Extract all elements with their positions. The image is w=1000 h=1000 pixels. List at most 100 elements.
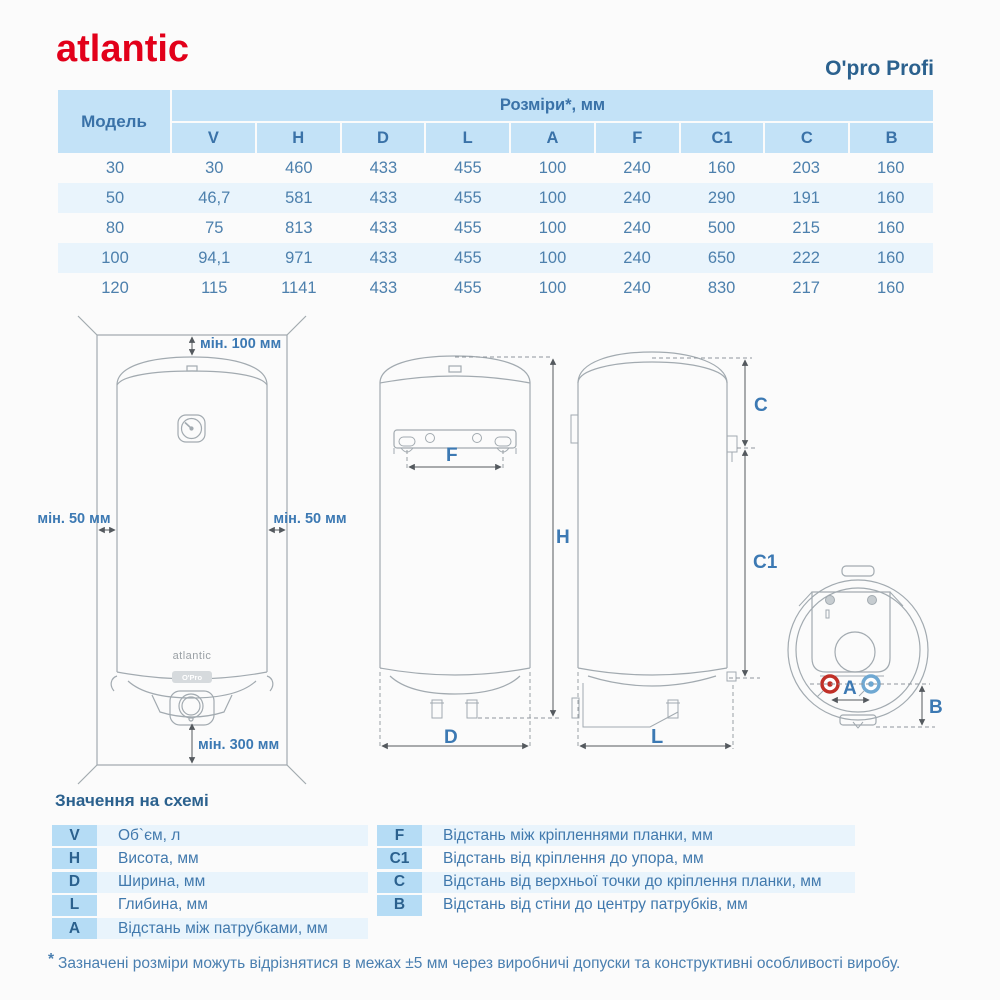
value-cell: 46,7 [198,188,231,207]
table-row: 30 30 460 433 455 100 240 160 203 160 [58,153,933,183]
dim-label-b: B [929,697,943,718]
technical-drawings [0,310,1000,790]
value-cell: 433 [369,158,398,177]
unit-model-badge: O'Pro [172,671,212,683]
min-top-label: мін. 100 мм [200,336,282,352]
value-cell: 75 [205,218,224,237]
table-row: 50 46,7 581 433 455 100 240 290 191 160 [58,183,933,213]
value-cell: 240 [623,158,651,177]
min-right-label: мін. 50 мм [273,511,347,527]
value-cell: 581 [285,188,313,207]
legend-row: A Відстань між патрубками, мм [52,918,368,940]
footnote: *Зазначені розміри можуть відрізнятися в… [48,951,948,973]
legend-key: V [52,825,97,846]
legend-row: V Об`єм, л [52,825,368,846]
value-cell: 94,1 [198,248,231,267]
value-cell: 100 [538,218,567,237]
footnote-text: Зазначені розміри можуть відрізнятися в … [58,955,901,972]
value-cell: 160 [707,158,736,177]
column-header: C1 [680,123,764,153]
legend-key: A [52,918,97,940]
legend-row: C Відстань від верхньої точки до кріплен… [377,871,855,893]
value-cell: 455 [454,188,482,207]
min-bottom-label: мін. 300 мм [198,737,280,753]
column-header: C [765,123,849,153]
legend-row: F Відстань між кріпленнями планки, мм [377,825,855,846]
value-cell: 290 [707,188,736,207]
legend-row: B Відстань від стіни до центру патрубків… [377,894,855,916]
atlantic-logo: atlantic [56,28,190,70]
legend-row: H Висота, мм [52,848,368,870]
model-cell: 120 [101,278,129,297]
legend-key: H [52,848,97,870]
legend-key: C [377,871,422,893]
value-cell: 191 [792,188,820,207]
column-header: B [850,123,933,153]
column-header: V [172,123,255,153]
legend-text: Відстань від стіни до центру патрубків, … [443,896,748,914]
table-row: 80 75 813 433 455 100 240 500 215 160 [58,213,933,243]
legend-text: Відстань від верхньої точки до кріплення… [422,871,855,893]
min-left-label: мін. 50 мм [37,511,111,527]
model-cell: 30 [105,158,125,177]
legend-key: F [377,825,422,846]
value-cell: 115 [201,278,228,297]
value-cell: 813 [285,218,313,237]
column-header: F [595,123,679,153]
value-cell: 160 [876,158,905,177]
legend-key: C1 [377,848,422,870]
table-row: 120 115 1141 433 455 100 240 830 217 160 [58,273,933,303]
value-cell: 160 [876,278,905,297]
table-header: Модель Розміри*, мм V H D L A F C1 C B [58,90,933,153]
column-header: L [426,123,510,153]
legend-left-column: V Об`єм, л H Висота, мм D Ширина, мм L Г… [52,825,368,941]
dim-label-h: H [556,527,570,548]
column-header: D [341,123,425,153]
column-header: A [511,123,594,153]
value-cell: 455 [454,248,482,267]
model-header-cell: Модель [58,90,170,153]
value-cell: 203 [792,158,820,177]
value-cell: 100 [538,278,567,297]
dim-label-d: D [444,727,458,748]
value-cell: 433 [369,278,398,297]
value-cell: 160 [876,248,905,267]
value-cell: 830 [707,278,736,297]
model-cell: 80 [105,218,125,237]
dimensions-header-cell: Розміри*, мм [172,90,933,121]
value-cell: 460 [285,158,313,177]
value-cell: 500 [707,218,736,237]
dim-label-a: A [843,678,857,699]
value-cell: 100 [538,158,567,177]
value-cell: 160 [876,188,905,207]
legend-right-column: F Відстань між кріпленнями планки, мм C1… [377,825,855,918]
value-cell: 240 [623,218,651,237]
value-cell: 30 [205,158,224,177]
value-cell: 215 [792,218,820,237]
legend-text: Глибина, мм [118,896,208,914]
legend-text: Ширина, мм [97,871,368,893]
legend-row: D Ширина, мм [52,871,368,893]
dim-label-f: F [446,445,458,466]
value-cell: 240 [623,188,651,207]
legend-text: Відстань від кріплення до упора, мм [443,849,704,867]
dim-label-l: L [651,726,664,748]
value-cell: 100 [538,188,567,207]
legend-row: C1 Відстань від кріплення до упора, мм [377,848,855,870]
value-cell: 160 [876,218,905,237]
value-cell: 100 [538,248,567,267]
value-cell: 240 [623,278,651,297]
value-cell: 222 [792,248,820,267]
legend-text: Об`єм, л [97,825,368,846]
model-cell: 50 [105,188,125,207]
value-cell: 1141 [281,278,317,297]
value-cell: 455 [454,218,482,237]
value-cell: 971 [285,248,313,267]
legend-key: L [52,894,97,916]
legend-text: Висота, мм [118,849,199,867]
technical-drawing-svg [77,315,935,785]
product-line-title: O'pro Profi [825,57,934,80]
dimensions-table: Модель Розміри*, мм V H D L A F C1 C B 3… [58,90,933,303]
column-header: H [256,123,340,153]
